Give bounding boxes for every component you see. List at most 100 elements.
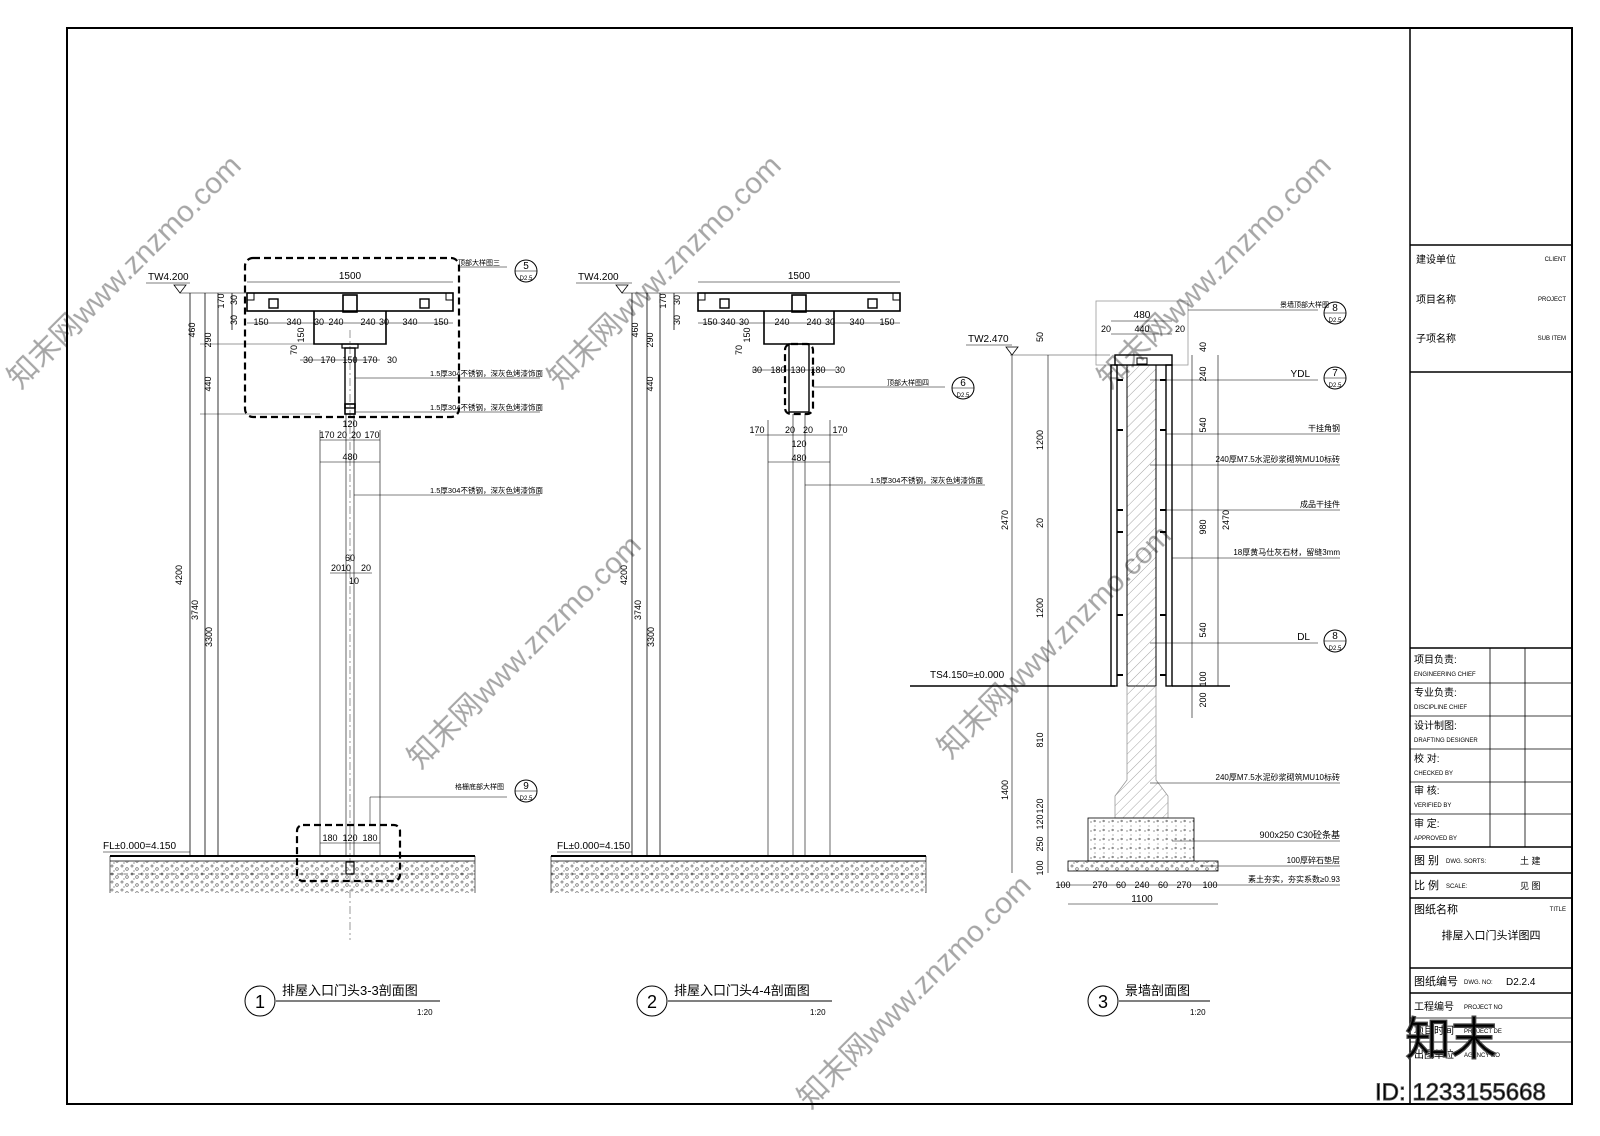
s3-dim-l11: 100 <box>1035 860 1045 875</box>
s1-dim-s3: 30 <box>303 355 313 365</box>
tb-dwgno-zh: 图纸编号 <box>1414 974 1458 988</box>
s3-dim-l9: 120 <box>1035 814 1045 829</box>
s1-dim-s5: 150 <box>342 355 357 365</box>
tb-title-value: 排屋入口门头详图四 <box>1442 928 1541 942</box>
s3-note-5: 900x250 C30砼条基 <box>1259 829 1340 840</box>
tb-sig-0-en: ENGINEERING CHIEF <box>1414 672 1476 678</box>
s1-dim-c3: 10 <box>341 563 351 573</box>
s2-dim-h6: 440 <box>645 376 655 391</box>
s3-dim-base-2: 60 <box>1116 880 1126 890</box>
tb-title-en: TITLE <box>1550 907 1566 913</box>
tb-sig-5-zh: 审 定: <box>1414 817 1440 830</box>
s1-note-b: 1.5厚304不锈钢，深灰色烤漆饰面 <box>430 402 543 412</box>
s2-ref-detail-num: 6 <box>960 378 966 389</box>
s3-dim-top-a: 20 <box>1101 324 1111 334</box>
s1-dim-h7: 4200 <box>174 565 184 585</box>
s3-dim-l5: 2470 <box>1000 510 1010 530</box>
s3-dim-r4: 980 <box>1198 519 1208 534</box>
s2-dim-b5: 120 <box>791 439 806 449</box>
watermark-text-4: 知末网www.znzmo.com <box>402 529 648 775</box>
s3-top-level: TW2.470 <box>968 334 1009 345</box>
s2-dim-h2: 30 <box>672 295 682 305</box>
s1-note-a: 1.5厚304不锈钢，深灰色烤漆饰面 <box>430 368 543 378</box>
s1-dim-s7: 30 <box>387 355 397 365</box>
tb-sig-2-en: DRAFTING DESIGNER <box>1414 738 1478 744</box>
s1-dim-w5: 240 <box>360 317 375 327</box>
sheet-border <box>66 27 1573 1105</box>
tb-subitem-en: SUB ITEM <box>1538 336 1566 342</box>
s1-dim-f1: 180 <box>322 833 337 843</box>
s3-note-4: 240厚M7.5水泥砂浆砌筑MU10标砖 <box>1216 772 1340 782</box>
watermark-text-1: 知末网www.znzmo.com <box>2 149 248 395</box>
watermark-text-6: 知末网www.znzmo.com <box>792 869 1038 1115</box>
tb-scale-en: SCALE: <box>1446 884 1468 890</box>
s2-dim-w2: 340 <box>720 317 735 327</box>
s3-note-7: 素土夯实，夯实系数≥0.93 <box>1248 874 1341 884</box>
s2-dim-h3: 30 <box>672 315 682 325</box>
tb-sig-4-en: VERIFIED BY <box>1414 803 1451 809</box>
s3-dim-base-1: 270 <box>1092 880 1107 890</box>
s1-ref-base-sheet: D2.5 <box>520 796 533 802</box>
s2-dim-w3: 30 <box>739 317 749 327</box>
s3-ref-dl-sheet: D2.5 <box>1329 646 1342 652</box>
s3-ref-ydl-num: 7 <box>1332 368 1338 379</box>
s1-dim-s4: 170 <box>320 355 335 365</box>
s3-title: 景墙剖面图 <box>1125 983 1190 998</box>
s2-dim-s4: 180 <box>770 365 785 375</box>
s3-ref-ydl-label: YDL <box>1291 369 1311 380</box>
tb-projdate-en: PROJECT DE <box>1464 1029 1502 1035</box>
s1-dim-h3: 30 <box>229 315 239 325</box>
s1-dim-b4: 20 <box>351 430 361 440</box>
tb-scale-value: 见 图 <box>1520 881 1541 891</box>
s3-note-6: 100厚碎石垫层 <box>1287 855 1340 865</box>
s2-top-level: TW4.200 <box>578 272 619 283</box>
s2-floor-level: FL±0.000=4.150 <box>557 841 630 852</box>
s1-top-level: TW4.200 <box>148 272 189 283</box>
s1-dim-c4: 20 <box>361 563 371 573</box>
s3-ground-level: TS4.150=±0.000 <box>930 670 1005 681</box>
s3-dim-r5: 2470 <box>1221 510 1231 530</box>
s3-dim-base-4: 60 <box>1158 880 1168 890</box>
s3-dim-r3: 540 <box>1198 417 1208 432</box>
s1-dim-h8: 3740 <box>190 600 200 620</box>
s2-dim-h4: 460 <box>630 322 640 337</box>
s2-dim-s6: 180 <box>810 365 825 375</box>
s1-dim-b1: 120 <box>342 419 357 429</box>
s3-dim-l4: 1200 <box>1035 598 1045 618</box>
s1-dim-w1: 150 <box>253 317 268 327</box>
s1-dim-b3: 20 <box>337 430 347 440</box>
s2-dim-b3: 20 <box>803 425 813 435</box>
s1-detail-callout <box>243 256 461 419</box>
s2-dim-w4: 240 <box>774 317 789 327</box>
tb-client-en: CLIENT <box>1545 257 1567 263</box>
s3-dim-r2: 240 <box>1198 366 1208 381</box>
s3-dim-base-total: 1100 <box>1131 894 1153 905</box>
s3-scale: 1:20 <box>1190 1008 1206 1017</box>
s2-post <box>788 343 810 413</box>
tb-sig-2-zh: 设计制图: <box>1414 719 1457 732</box>
s3-dim-l8: 120 <box>1035 798 1045 813</box>
s1-dim-w2: 340 <box>286 317 301 327</box>
s3-ref-dl-num: 8 <box>1332 631 1338 642</box>
tb-unit-zh: 出图单位 <box>1414 1048 1454 1061</box>
s2-dim-w1: 150 <box>702 317 717 327</box>
s1-dim-w3: 30 <box>314 317 324 327</box>
s3-note-1: 240厚M7.5水泥砂浆砌筑MU10标砖 <box>1216 454 1340 464</box>
title-block: 建设单位 CLIENT 项目名称 PROJECT 子项名称 SUB ITEM 项… <box>1410 244 1572 1061</box>
tb-projno-zh: 工程编号 <box>1414 1000 1454 1013</box>
tb-dwgno-value: D2.2.4 <box>1506 977 1536 988</box>
tb-sig-3-en: CHECKED BY <box>1414 771 1453 777</box>
s1-dim-h6: 440 <box>203 376 213 391</box>
s2-note-a: 1.5厚304不锈钢，深灰色烤漆饰面 <box>870 475 983 485</box>
s3-footing <box>1087 817 1195 862</box>
s1-base-callout <box>295 823 402 883</box>
s3-gravel-bed <box>1067 860 1219 872</box>
s1-title-num: 1 <box>255 992 265 1012</box>
s1-dim-b2: 170 <box>319 430 334 440</box>
s3-stone-right <box>1165 364 1173 687</box>
s3-dim-l6: 810 <box>1035 732 1045 747</box>
s3-dim-l2: 1200 <box>1035 430 1045 450</box>
s3-dim-l7: 1400 <box>1000 780 1010 800</box>
s3-stone-left <box>1110 364 1118 687</box>
tb-sig-5-en: APPROVED BY <box>1414 836 1457 842</box>
